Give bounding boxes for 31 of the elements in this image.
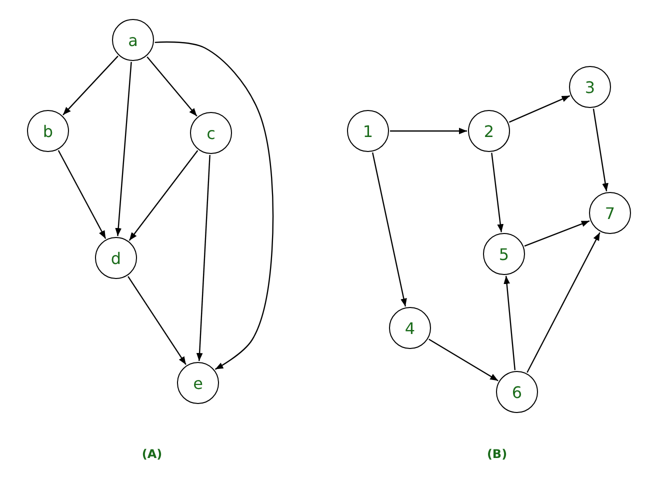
arrow <box>504 276 516 370</box>
graph-vertex: e <box>177 362 219 404</box>
arrow <box>372 152 407 307</box>
arrow <box>115 62 132 236</box>
arrow <box>128 150 198 241</box>
graph-vertex: c <box>190 112 232 154</box>
arrow <box>491 152 504 232</box>
graph-vertex: a <box>112 19 154 61</box>
graph-vertex: d <box>95 237 137 279</box>
graph-vertex: 2 <box>468 110 510 152</box>
arrow <box>390 128 467 134</box>
panel-label: (B) <box>486 447 508 461</box>
graph-vertex: 1 <box>347 110 389 152</box>
graph-vertex: 5 <box>483 233 525 275</box>
arrow <box>508 95 570 123</box>
arrow <box>128 276 186 365</box>
arrow <box>196 154 210 362</box>
graph-vertex: 4 <box>389 307 431 349</box>
arrow <box>524 220 590 247</box>
graph-vertex: 7 <box>589 192 631 234</box>
arrow <box>592 108 608 192</box>
arrow <box>526 232 600 373</box>
graph-vertex: 6 <box>496 371 538 413</box>
graph-vertex: b <box>27 110 69 152</box>
arrow <box>58 150 106 239</box>
graph-vertex: 3 <box>569 66 611 108</box>
panel-label: (A) <box>142 447 162 461</box>
arrow <box>154 41 274 370</box>
arrow <box>146 56 198 117</box>
arrow <box>428 338 498 382</box>
arrow <box>62 56 118 116</box>
